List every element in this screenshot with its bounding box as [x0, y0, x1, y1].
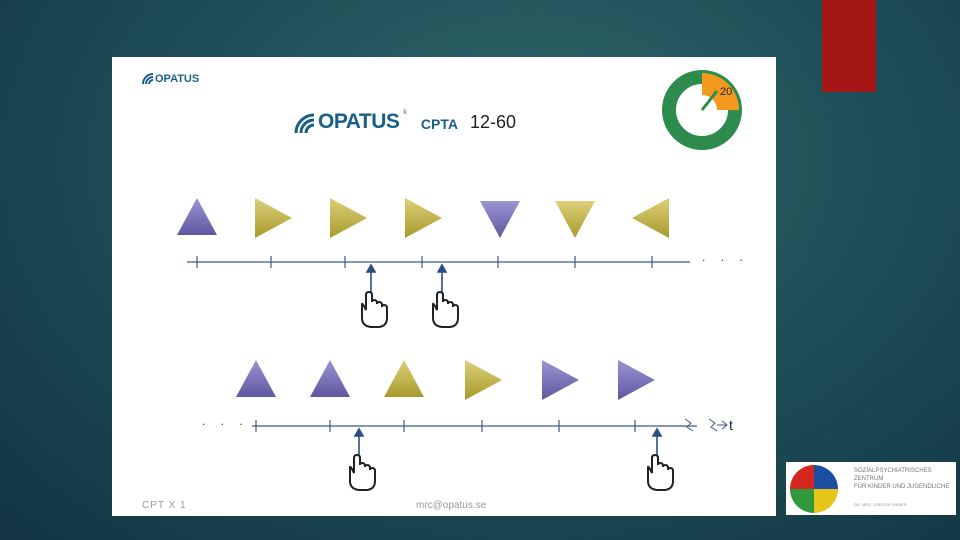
hand-press-icon	[362, 292, 387, 327]
triangle-right-purple	[618, 360, 655, 400]
triangle-row-1	[177, 198, 669, 238]
triangle-right-yellow	[405, 198, 442, 238]
triangle-up-purple	[177, 198, 217, 235]
hand-press-icon	[350, 455, 375, 490]
triangle-up-purple	[236, 360, 276, 397]
clinic-doctor: DR. MED. GREGOR WEBER	[854, 502, 907, 507]
clinic-badge: SOZIALPSYCHIATRISCHES ZENTRUM FÜR KINDER…	[786, 462, 956, 515]
triangle-up-yellow	[384, 360, 424, 397]
triangle-left-yellow	[632, 198, 669, 238]
triangle-up-purple	[310, 360, 350, 397]
sequence-diagram	[112, 57, 776, 516]
triangle-row-2	[236, 360, 655, 400]
red-accent-tab	[822, 0, 876, 92]
clinic-name-line2: FÜR KINDER UND JUGENDLICHE	[854, 483, 954, 491]
clinic-name-line1: SOZIALPSYCHIATRISCHES ZENTRUM	[854, 467, 954, 483]
slide: OPATUS OPATUS k CPTA 12-60 20	[112, 57, 776, 516]
ellipsis-right: . . .	[702, 250, 749, 264]
clinic-name: SOZIALPSYCHIATRISCHES ZENTRUM FÜR KINDER…	[854, 467, 954, 491]
triangle-down-purple	[480, 201, 520, 238]
ellipsis-left: . . .	[202, 414, 249, 428]
puzzle-logo-icon	[788, 463, 840, 515]
footer-email: mrc@opatus.se	[416, 500, 486, 511]
triangle-right-yellow	[255, 198, 292, 238]
triangle-right-yellow	[465, 360, 502, 400]
triangle-right-yellow	[330, 198, 367, 238]
hand-press-icon	[648, 455, 673, 490]
triangle-down-yellow	[555, 201, 595, 238]
triangle-right-purple	[542, 360, 579, 400]
hand-press-icon	[433, 292, 458, 327]
footer-left-text: CPT X 1	[142, 500, 187, 511]
time-axis-label: t	[729, 417, 733, 433]
